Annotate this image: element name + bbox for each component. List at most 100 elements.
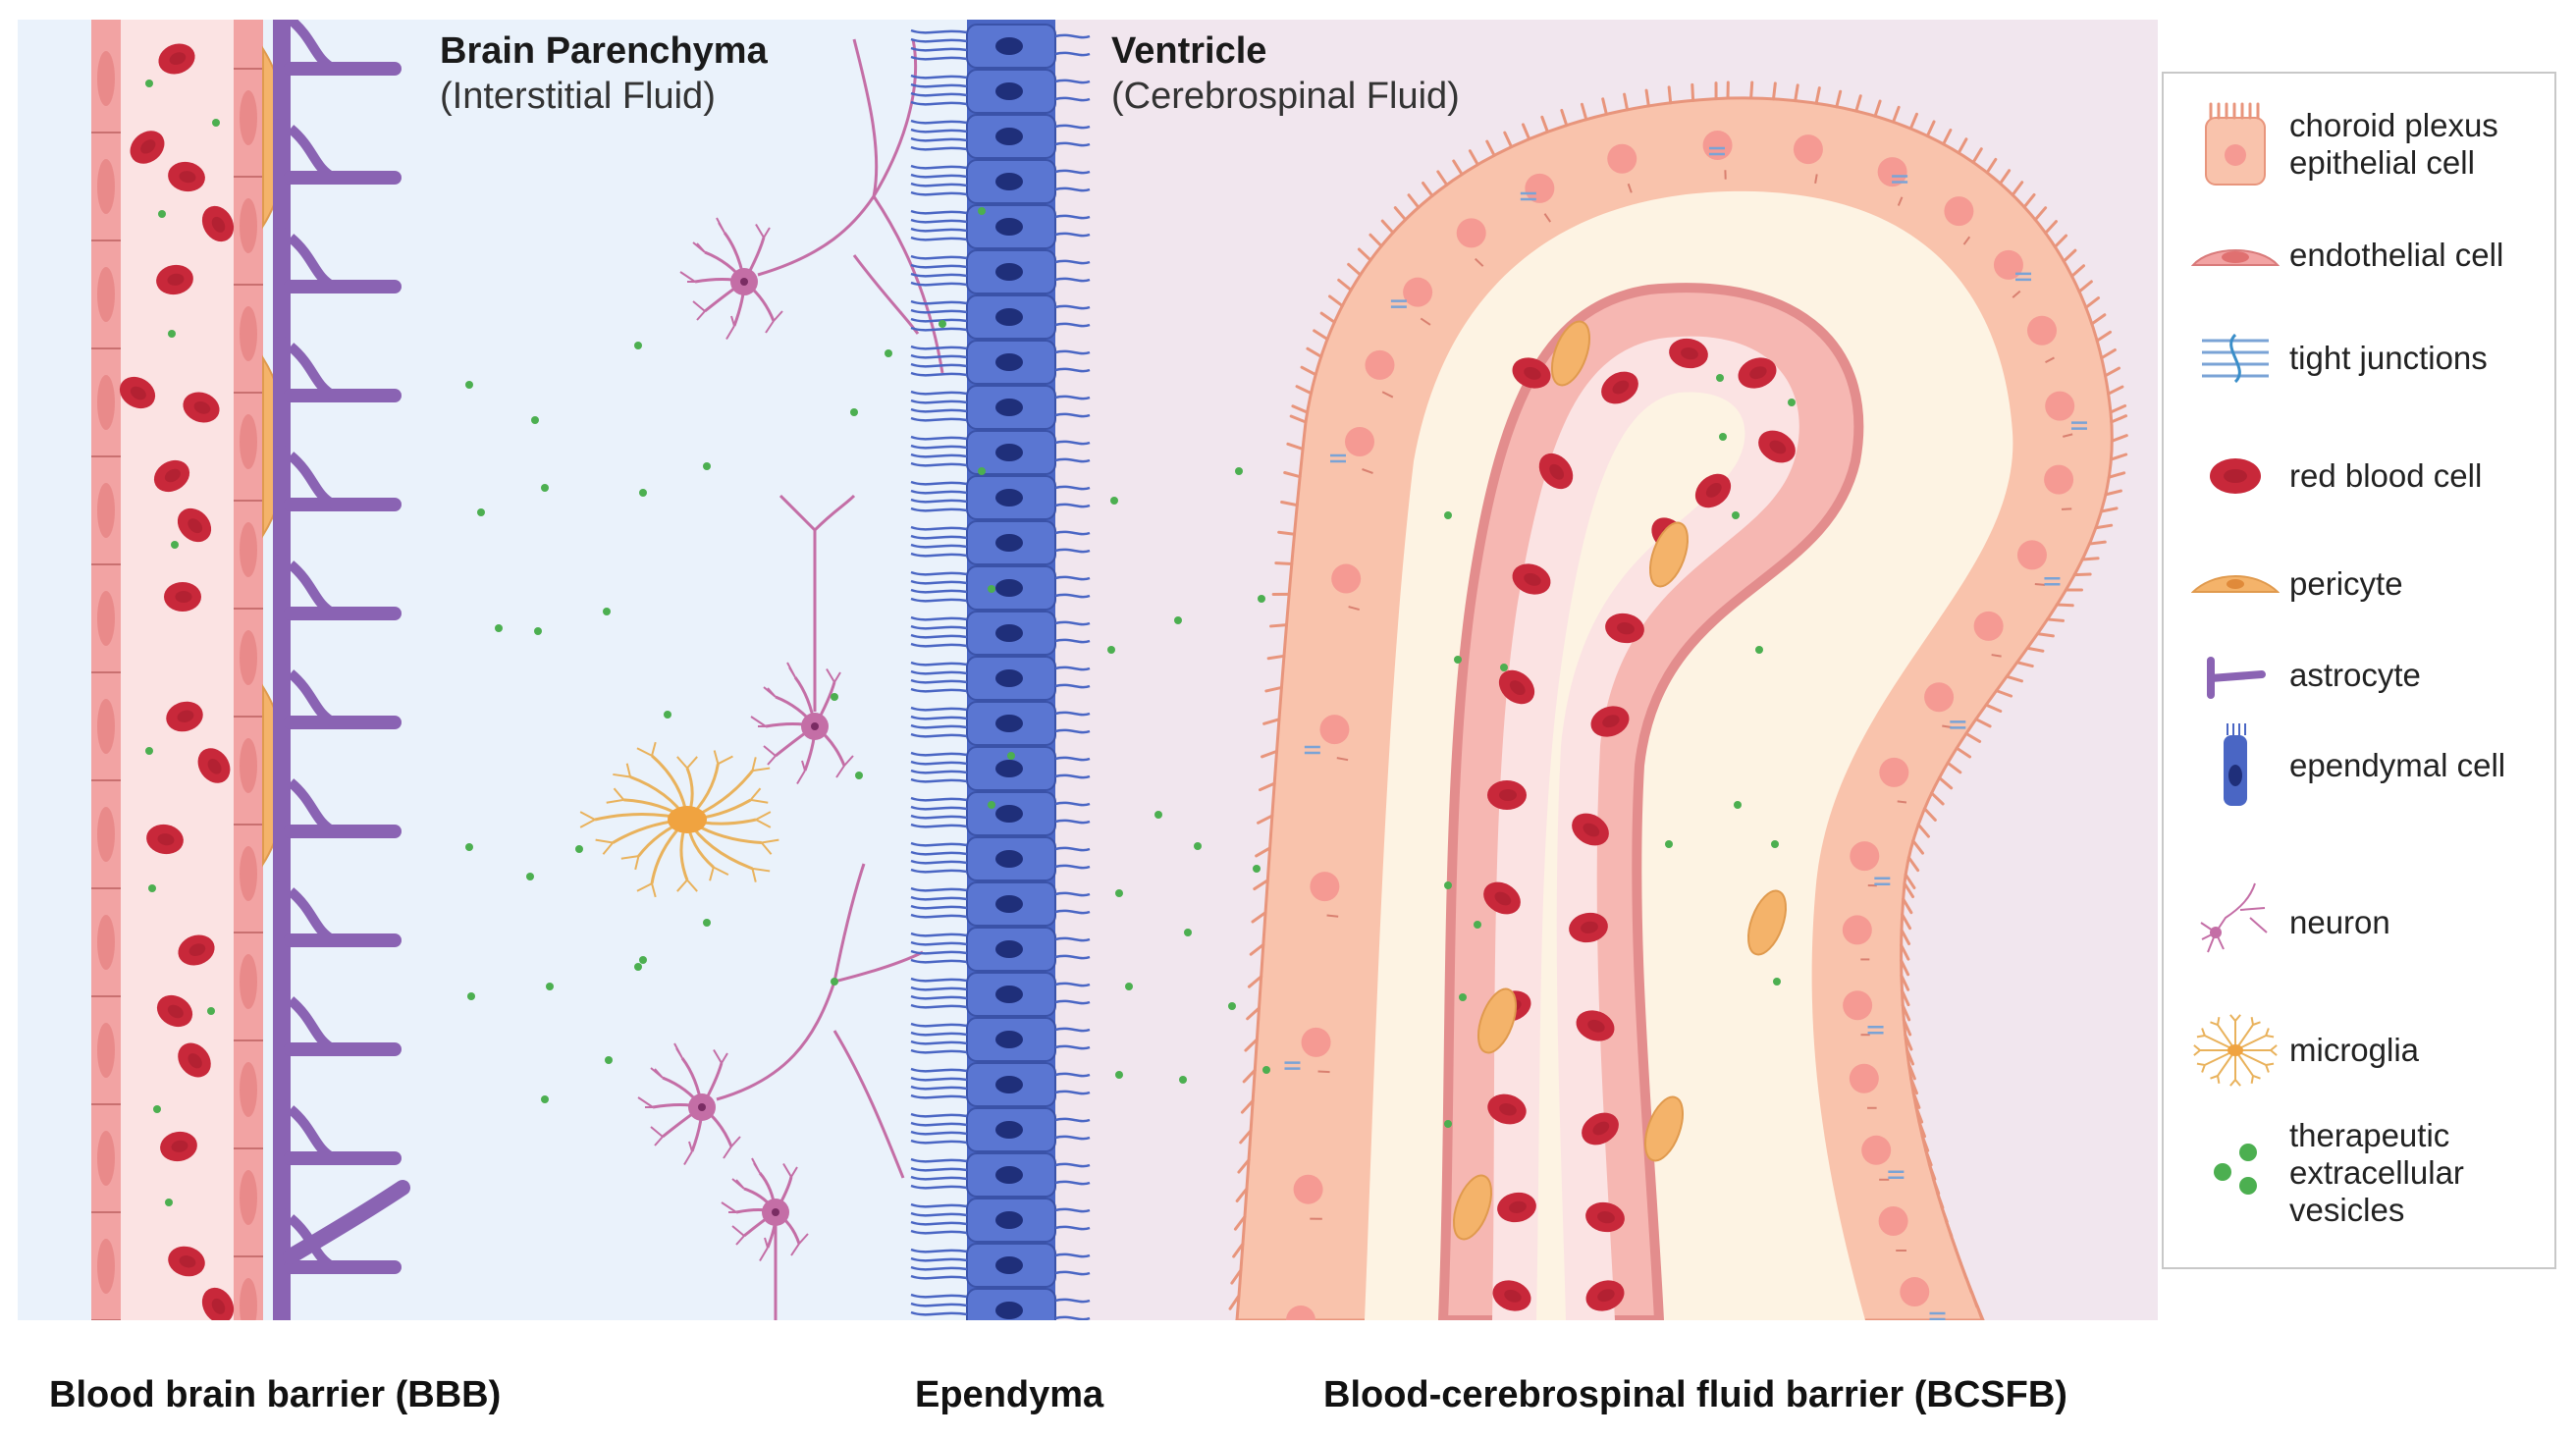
vesicle xyxy=(1115,1071,1123,1079)
red-blood-cell xyxy=(178,1042,211,1078)
vesicle xyxy=(1258,595,1265,603)
vesicle xyxy=(165,1199,173,1206)
tight-junction xyxy=(1520,191,1536,201)
red-blood-cell-icon xyxy=(2181,442,2289,510)
vesicle xyxy=(1734,801,1742,809)
red-blood-cell xyxy=(1538,453,1574,490)
endothelial-nucleus xyxy=(240,522,257,577)
vesicle xyxy=(153,1105,161,1113)
endothelial-nucleus xyxy=(240,414,257,469)
legend-label: endothelial cell xyxy=(2289,237,2503,274)
legend-label-line: astrocyte xyxy=(2289,657,2421,693)
vesicle xyxy=(855,772,863,779)
epithelial-nucleus xyxy=(1456,218,1486,248)
vesicle xyxy=(546,983,554,990)
astrocyte xyxy=(273,228,402,355)
endothelial-nucleus xyxy=(97,591,115,646)
ependymal-cell xyxy=(910,24,1091,69)
epithelial-nucleus xyxy=(1842,915,1872,945)
red-blood-cell xyxy=(1569,912,1608,943)
red-blood-cell xyxy=(1492,1280,1531,1311)
vesicle xyxy=(1716,374,1724,382)
legend-label-line: vesicles xyxy=(2289,1191,2405,1228)
epithelial-nucleus xyxy=(1403,277,1433,307)
pericyte xyxy=(1746,889,1788,956)
tight-junction xyxy=(1867,1025,1884,1035)
red-blood-cell xyxy=(156,264,193,295)
vesicle xyxy=(212,119,220,127)
vesicle xyxy=(1444,511,1452,519)
astrocyte xyxy=(273,990,402,1118)
ependymal-cell-icon xyxy=(2181,723,2289,806)
red-blood-cell xyxy=(1497,1192,1536,1223)
red-blood-cell xyxy=(166,701,203,732)
epithelial-nucleus xyxy=(1877,157,1907,187)
vesicle xyxy=(575,845,583,853)
pericyte-icon xyxy=(2181,550,2289,618)
epithelial-nucleus xyxy=(1331,563,1362,594)
endothelial-nucleus xyxy=(240,306,257,361)
ependymal-cell xyxy=(910,475,1091,520)
endothelial-nucleus xyxy=(240,1278,257,1320)
legend-item: astrocyte xyxy=(2164,641,2556,710)
legend-item: tight junctions xyxy=(2164,324,2556,393)
tight-junction xyxy=(1708,146,1725,156)
extracellular-vesicles xyxy=(145,80,1796,1206)
legend-label: red blood cell xyxy=(2289,457,2482,495)
endothelial-nucleus xyxy=(240,1062,257,1117)
legend-label: astrocyte xyxy=(2289,657,2421,694)
red-blood-cell xyxy=(1487,1093,1527,1125)
legend-item: neuron xyxy=(2164,882,2556,957)
endothelial-nucleus xyxy=(97,483,115,538)
epithelial-nucleus xyxy=(1319,715,1350,745)
legend-label-line: epithelial cell xyxy=(2289,143,2475,181)
vesicle xyxy=(1107,646,1115,654)
vesicle xyxy=(703,462,711,470)
ependymal-cell xyxy=(910,927,1091,972)
astrocyte xyxy=(273,664,402,791)
legend-label: microglia xyxy=(2289,1032,2419,1069)
vesicle xyxy=(1773,978,1781,986)
ependymal-cell xyxy=(910,836,1091,881)
vesicle xyxy=(1110,497,1118,505)
epithelial-nucleus xyxy=(1900,1277,1930,1307)
ependymal-cell xyxy=(910,520,1091,565)
red-blood-cell xyxy=(158,43,195,75)
vesicle xyxy=(1154,811,1162,819)
ependyma-label: Ependyma xyxy=(915,1374,1104,1415)
vesicle xyxy=(1771,840,1779,848)
red-blood-cell xyxy=(1738,357,1777,389)
tight-junction xyxy=(1330,453,1346,463)
vesicle xyxy=(1179,1076,1187,1084)
vesicle xyxy=(978,467,986,475)
epithelial-nucleus xyxy=(1850,841,1880,872)
extracellular-vesicles-icon xyxy=(2181,1109,2289,1237)
ependymal-cell xyxy=(910,69,1091,114)
ventricle-title: Ventricle xyxy=(1111,30,1267,72)
vesicle xyxy=(639,956,647,964)
red-blood-cell xyxy=(130,131,165,164)
bbb-vessel-lumen xyxy=(98,20,255,1320)
neuron xyxy=(750,494,856,785)
endothelial-cell-icon xyxy=(2181,221,2289,290)
vesicle xyxy=(1755,646,1763,654)
red-blood-cell xyxy=(1582,1112,1619,1146)
choroid-plexus xyxy=(1228,80,2128,1320)
endothelial-nucleus xyxy=(97,1023,115,1078)
vesicle xyxy=(465,381,473,389)
ependymal-cell xyxy=(910,114,1091,159)
epithelial-nucleus xyxy=(1861,1135,1892,1165)
red-blood-cell xyxy=(1512,563,1551,595)
parenchyma-subtitle: (Interstitial Fluid) xyxy=(440,75,716,117)
vesicle xyxy=(1459,993,1467,1001)
endothelial-nucleus xyxy=(97,699,115,754)
bbb-vessel xyxy=(91,20,288,1320)
tight-junction xyxy=(1929,1311,1946,1320)
legend-label-line: choroid plexus xyxy=(2289,107,2498,143)
epithelial-nucleus xyxy=(1993,249,2023,280)
ependymal-cell xyxy=(910,204,1091,249)
parenchyma-title-block: Brain Parenchyma (Interstitial Fluid) xyxy=(440,29,768,119)
